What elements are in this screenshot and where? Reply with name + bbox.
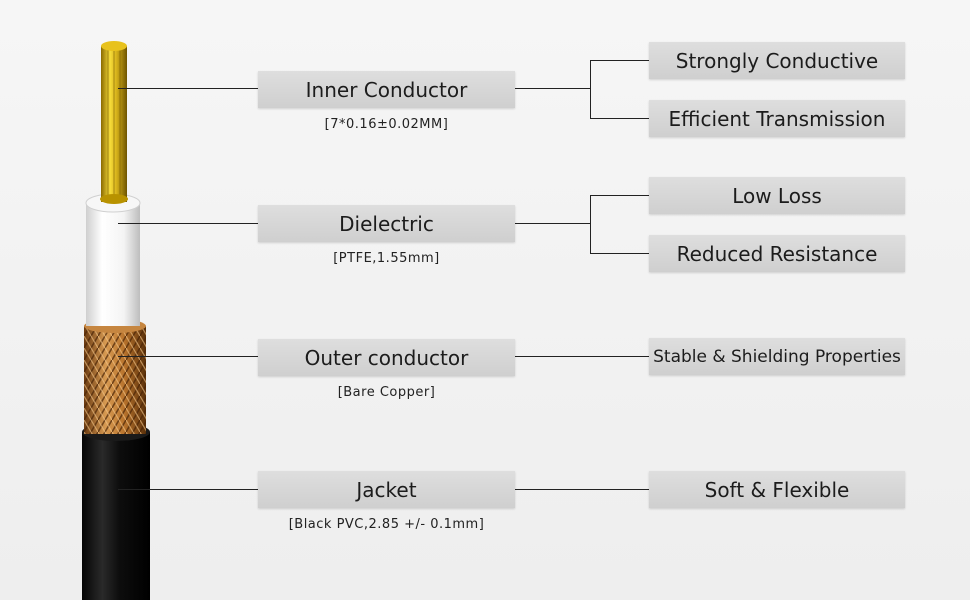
dielectric-spec: [PTFE,1.55mm] [333,251,440,266]
dielectric-label-text: Dielectric [339,211,434,236]
jacket-spec: [Black PVC,2.85 +/- 0.1mm] [288,517,485,532]
inner-conductor-spec: [7*0.16±0.02MM] [324,117,449,132]
inner-conductor-label: Inner Conductor [258,71,515,108]
feature-reduced-resistance: Reduced Resistance [649,235,905,272]
feature-low-loss: Low Loss [649,177,905,214]
feature-efficient-transmission: Efficient Transmission [649,100,905,137]
jacket-label-text: Jacket [356,477,417,502]
feature-stable-shielding: Stable & Shielding Properties [649,338,905,375]
feature-soft-flexible: Soft & Flexible [649,471,905,508]
feature-text: Soft & Flexible [704,477,850,502]
outer-conductor-spec: [Bare Copper] [337,385,436,400]
feature-text: Reduced Resistance [676,241,878,266]
feature-text: Low Loss [732,183,822,208]
inner-conductor-tip [101,41,127,51]
feature-text: Efficient Transmission [668,106,886,131]
feature-text: Strongly Conductive [675,48,879,73]
feature-strongly-conductive: Strongly Conductive [649,42,905,79]
jacket-label: Jacket [258,471,515,508]
feature-text: Stable & Shielding Properties [653,346,901,367]
braid-weave [84,326,146,434]
dielectric-section [86,203,140,326]
dielectric-label: Dielectric [258,205,515,242]
outer-conductor-label-text: Outer conductor [304,345,469,370]
jacket-section [82,432,150,600]
inner-conductor-label-text: Inner Conductor [305,77,468,102]
outer-conductor-label: Outer conductor [258,339,515,376]
